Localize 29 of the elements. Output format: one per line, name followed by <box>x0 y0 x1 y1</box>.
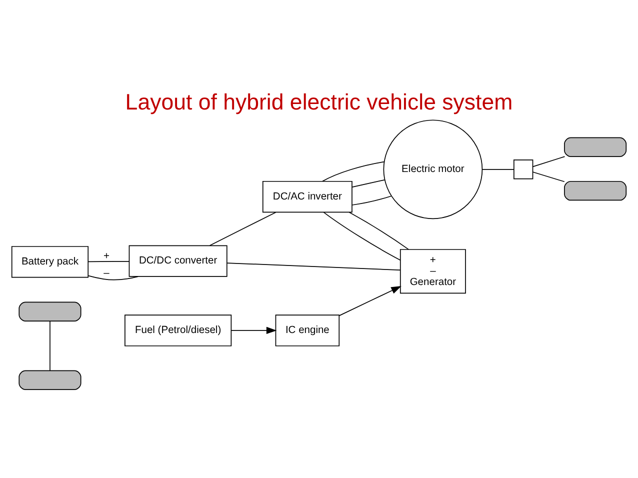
connector <box>88 275 138 280</box>
edge-label: + <box>104 251 110 262</box>
connector <box>323 212 401 261</box>
arrow <box>338 286 402 316</box>
connector <box>532 172 565 182</box>
node-circle: Electric motor <box>383 120 483 220</box>
connector <box>348 212 410 250</box>
connector <box>209 212 276 246</box>
node-box: Fuel (Petrol/diesel) <box>124 314 232 346</box>
connector <box>352 180 385 188</box>
node-wheel <box>564 137 627 157</box>
connector <box>88 260 130 262</box>
connector <box>482 168 514 170</box>
edge-label: – <box>104 268 110 280</box>
connector <box>352 196 392 206</box>
node-box: IC engine <box>275 314 340 346</box>
node-box: + – Generator <box>400 249 466 294</box>
connector <box>532 156 566 168</box>
connector <box>226 262 401 270</box>
node-wheel <box>564 180 627 201</box>
arrow <box>230 326 277 334</box>
node-wheel <box>18 370 82 390</box>
node-box: DC/DC converter <box>128 245 228 277</box>
node-box: DC/AC inverter <box>262 180 352 213</box>
node-wheel <box>18 302 82 322</box>
diagram-title: Layout of hybrid electric vehicle system <box>125 90 513 115</box>
connector <box>322 161 385 182</box>
node-box: Battery pack <box>11 246 89 278</box>
node-box <box>513 160 534 180</box>
